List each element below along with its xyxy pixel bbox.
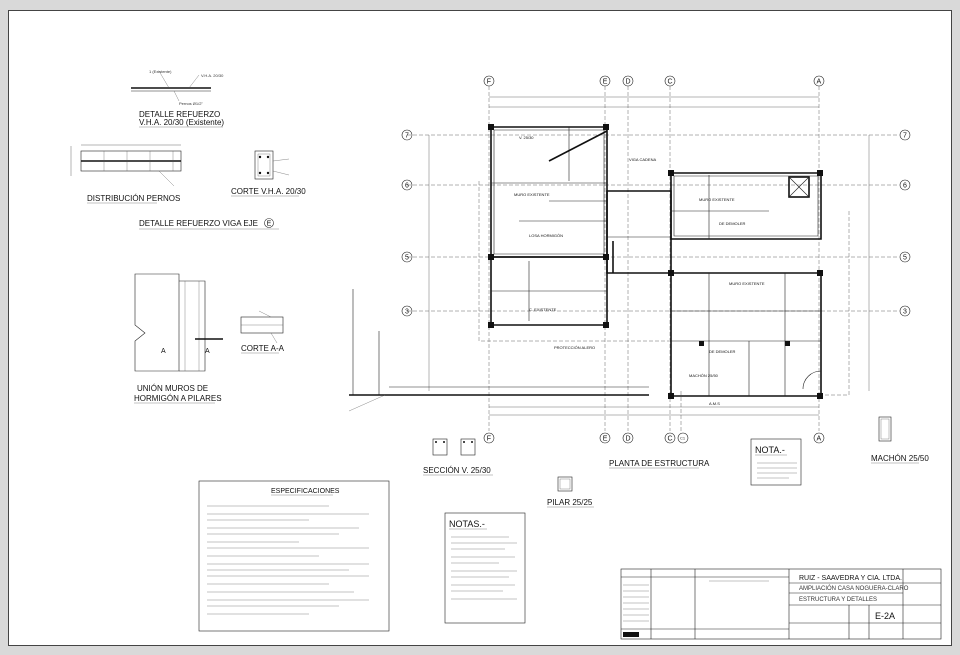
axis-top-e: E (603, 79, 608, 86)
notas-title: NOTAS.- (449, 519, 485, 529)
seccion-v-label: SECCIÓN V. 25/30 (423, 466, 491, 475)
especificaciones-title: ESPECIFICACIONES (271, 488, 340, 495)
nota-box: NOTA.- (750, 438, 802, 486)
svg-text:DE DEMOLER: DE DEMOLER (709, 349, 736, 354)
seccion-v-group: SECCIÓN V. 25/30 (423, 438, 493, 476)
detail-refuerzo-title: DETALLE REFUERZO (139, 110, 220, 119)
distribucion-pernos-label: DISTRIBUCIÓN PERNOS (87, 194, 180, 203)
svg-text:DE DEMOLER: DE DEMOLER (719, 221, 746, 226)
axis-left-3: 3 (405, 309, 409, 316)
axis-bottom-a: A (817, 436, 822, 443)
detalle-viga-eje-label: DETALLE REFUERZO VIGA EJE (139, 219, 258, 228)
distribucion-pernos-group: DISTRIBUCIÓN PERNOS (70, 144, 182, 204)
pilar-label: PILAR 25/25 (547, 498, 593, 507)
svg-text:1 (Existente): 1 (Existente) (149, 69, 172, 74)
axis-bottom-f: F (487, 436, 491, 443)
svg-text:C. EXISTENTE: C. EXISTENTE (529, 307, 557, 312)
svg-text:V. 25/30: V. 25/30 (519, 135, 534, 140)
svg-text:A.M.S: A.M.S (709, 401, 720, 406)
section-mark-a-left: A (161, 348, 166, 355)
notas-box: NOTAS.- (444, 512, 526, 624)
section-mark-a-right: A (205, 348, 210, 355)
title-block-company: RUIZ - SAAVEDRA Y CIA. LTDA. (799, 575, 902, 582)
structure-plan: V. 25/30 VIGA CADENA MURO EXISTENTE LOSA… (407, 86, 870, 431)
title-block-sheet-number: E-2A (875, 611, 895, 621)
axis-bottom-d: D (626, 436, 631, 443)
axis-right-3: 3 (903, 309, 907, 316)
svg-text:MURO EXISTENTE: MURO EXISTENTE (699, 197, 735, 202)
svg-text:Pernos Ø1/2": Pernos Ø1/2" (179, 101, 203, 106)
union-muros-group: A A UNIÓN MUROS DE HORMIGÓN A PILARES (134, 273, 223, 404)
axis-left-7: 7 (405, 133, 409, 140)
axis-right-7: 7 (903, 133, 907, 140)
title-block: RUIZ - SAAVEDRA Y CIA. LTDA. AMPLIACIÓN … (620, 568, 942, 640)
detail-refuerzo-subtitle: V.H.A. 20/30 (Existente) (139, 118, 224, 127)
viga-eje-letter: E (267, 221, 272, 228)
title-block-subject: ESTRUCTURA Y DETALLES (799, 597, 877, 603)
axis-left-5: 5 (405, 255, 409, 262)
axis-top-a: A (817, 79, 822, 86)
corte-aa-group: CORTE A-A (240, 310, 285, 354)
union-muros-label-1: UNIÓN MUROS DE (137, 384, 208, 393)
svg-text:V.H.A. 20/30: V.H.A. 20/30 (201, 73, 224, 78)
svg-text:MURO EXISTENTE: MURO EXISTENTE (729, 281, 765, 286)
axis-bottom-e: E (603, 436, 608, 443)
title-block-project: AMPLIACIÓN CASA NOGUERA-CLARO (799, 585, 909, 592)
elevation-sketch (348, 289, 649, 412)
svg-text:MACHÓN 25/50: MACHÓN 25/50 (689, 373, 719, 378)
axis-top-f: F (487, 79, 491, 86)
axis-right-6: 6 (903, 183, 907, 190)
axis-bottom-c: C (668, 436, 673, 443)
axis-bubbles-bottom: F E D C C1 A (483, 432, 825, 444)
drawing-canvas: 1 (Existente) V.H.A. 20/30 Pernos Ø1/2" … (70, 69, 942, 640)
corte-vha-group: CORTE V.H.A. 20/30 (231, 150, 306, 197)
svg-text:VIGA CADENA: VIGA CADENA (629, 157, 656, 162)
corte-aa-label: CORTE A-A (241, 344, 285, 353)
detail-refuerzo-group: 1 (Existente) V.H.A. 20/30 Pernos Ø1/2" … (131, 69, 224, 128)
plan-title: PLANTA DE ESTRUCTURA (609, 459, 710, 468)
axis-right-5: 5 (903, 255, 907, 262)
drawing-sheet: 1 (Existente) V.H.A. 20/30 Pernos Ø1/2" … (8, 10, 952, 646)
svg-text:PROTECCIÓN ALERO: PROTECCIÓN ALERO (554, 345, 595, 350)
axis-top-d: D (626, 79, 631, 86)
svg-text:LOSA HORMIGÓN: LOSA HORMIGÓN (529, 233, 563, 238)
machon-label: MACHÓN 25/50 (871, 454, 929, 463)
axis-left-6: 6 (405, 183, 409, 190)
pilar-group: PILAR 25/25 (547, 476, 594, 508)
union-muros-label-2: HORMIGÓN A PILARES (134, 394, 222, 403)
nota-title: NOTA.- (755, 445, 785, 455)
axis-bottom-c1: C1 (680, 436, 686, 441)
corte-vha-label: CORTE V.H.A. 20/30 (231, 187, 306, 196)
axis-top-c: C (668, 79, 673, 86)
especificaciones-box: ESPECIFICACIONES (198, 480, 390, 632)
svg-text:MURO EXISTENTE: MURO EXISTENTE (514, 192, 550, 197)
machon-group: MACHÓN 25/50 (871, 416, 929, 464)
axis-bubbles-sides: 7 6 5 3 7 6 5 3 (401, 129, 911, 317)
axis-bubbles-top: F E D C A (483, 75, 825, 87)
detalle-viga-eje-group: DETALLE REFUERZO VIGA EJE E (139, 218, 279, 230)
